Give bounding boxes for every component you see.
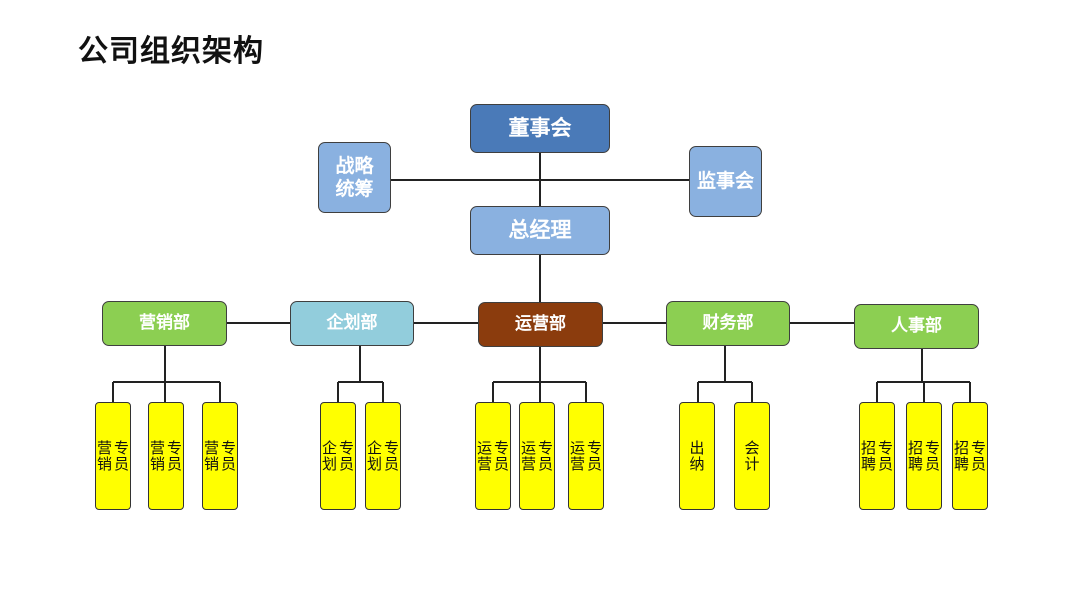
dept-marketing-label: 营销部 — [139, 313, 190, 334]
gm-label: 总经理 — [508, 217, 572, 242]
staff-box: 招聘专员 — [952, 402, 988, 510]
staff-label: 营销专员 — [149, 438, 183, 473]
staff-label: 会计 — [744, 438, 760, 473]
dept-operations-label: 运营部 — [515, 314, 566, 335]
dept-finance: 财务部 — [666, 301, 790, 346]
dept-finance-label: 财务部 — [702, 313, 754, 334]
page-title: 公司组织架构 — [78, 34, 264, 69]
supervisors-node: 监事会 — [689, 146, 762, 217]
supervisors-label: 监事会 — [696, 170, 754, 193]
dept-hr-label: 人事部 — [891, 316, 942, 337]
staff-box: 招聘专员 — [859, 402, 895, 510]
staff-box: 营销专员 — [202, 402, 238, 510]
staff-box: 招聘专员 — [906, 402, 942, 510]
staff-label: 企划专员 — [366, 438, 400, 473]
staff-box: 营销专员 — [148, 402, 184, 510]
strategy-label: 战略 统筹 — [335, 154, 374, 200]
staff-label: 运营专员 — [520, 438, 554, 473]
strategy-node: 战略 统筹 — [318, 142, 391, 213]
staff-label: 招聘专员 — [953, 438, 987, 473]
staff-box: 出纳 — [679, 402, 715, 510]
staff-box: 运营专员 — [568, 402, 604, 510]
board-node: 董事会 — [470, 104, 610, 153]
staff-box: 会计 — [734, 402, 770, 510]
gm-node: 总经理 — [470, 206, 610, 255]
staff-box: 运营专员 — [519, 402, 555, 510]
staff-box: 营销专员 — [95, 402, 131, 510]
staff-label: 营销专员 — [203, 438, 237, 473]
dept-planning-label: 企划部 — [326, 313, 378, 334]
staff-box: 企划专员 — [320, 402, 356, 510]
staff-box: 运营专员 — [475, 402, 511, 510]
staff-box: 企划专员 — [365, 402, 401, 510]
dept-hr: 人事部 — [854, 304, 979, 349]
staff-label: 招聘专员 — [860, 438, 894, 473]
board-label: 董事会 — [508, 115, 572, 140]
staff-label: 出纳 — [689, 438, 705, 473]
staff-label: 运营专员 — [476, 438, 510, 473]
staff-label: 运营专员 — [569, 438, 603, 473]
staff-label: 招聘专员 — [907, 438, 941, 473]
dept-planning: 企划部 — [290, 301, 414, 346]
staff-label: 营销专员 — [96, 438, 130, 473]
dept-marketing: 营销部 — [102, 301, 227, 346]
staff-label: 企划专员 — [321, 438, 355, 473]
dept-operations: 运营部 — [478, 302, 603, 347]
